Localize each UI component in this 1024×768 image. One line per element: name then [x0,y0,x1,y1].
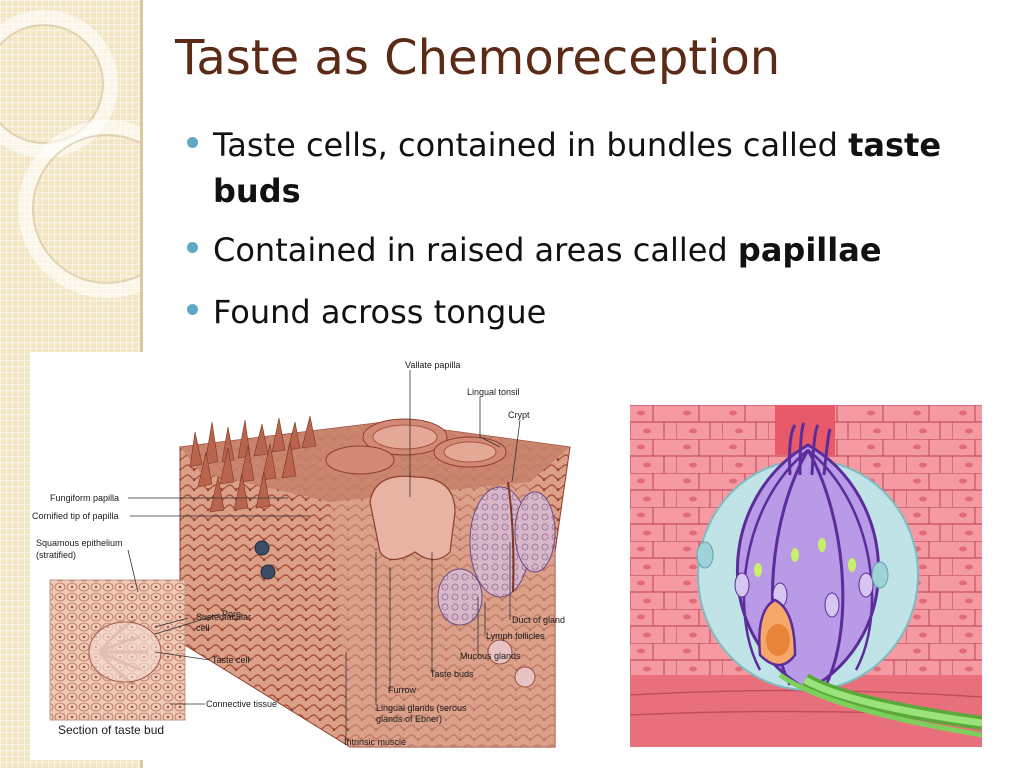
bullet-list: Taste cells, contained in bundles called… [187,122,1007,348]
label-taste-cell: Taste cell [212,655,250,665]
label-sustentacular-cell-2: cell [196,623,210,633]
label-fungiform-papilla: Fungiform papilla [50,493,119,503]
bullet-bold-term: taste buds [213,126,942,210]
label-cornified-tip: Cornified tip of papilla [32,511,119,521]
bullet-text: Contained in raised areas called [213,231,738,269]
taste-bud-section-inset [49,579,186,721]
bullet-bold-term: papillae [737,231,882,269]
label-pore: Pore [222,609,241,619]
bullet-item: Found across tongue [187,286,1007,338]
tongue-block [179,415,571,748]
label-lingual-glands: Lingual glands (serous [376,703,467,713]
label-sustentacular-cell: Sustentacular [196,612,251,622]
label-lymph-follicles: Lymph follicles [486,631,545,641]
label-mucous-glands: Mucous glands [460,651,521,661]
slide-title: Taste as Chemoreception [175,30,781,86]
label-vallate-papilla: Vallate papilla [405,360,460,370]
bullet-dot-icon [187,242,198,253]
label-taste-buds: Taste buds [430,669,474,679]
label-intrinsic-muscle: Intrinsic muscle [344,737,406,747]
label-duct-of-gland: Duct of gland [512,615,565,625]
bullet-dot-icon [187,137,198,148]
vallate-papilla-dome [325,418,507,475]
label-connective-tissue: Connective tissue [206,699,277,709]
label-lingual-glands-2: glands of Ebner) [376,714,442,724]
bullet-dot-icon [187,304,198,315]
bullet-text: Found across tongue [213,293,547,331]
label-lingual-tonsil: Lingual tonsil [467,387,520,397]
taste-bud-illustration [630,405,982,747]
label-squamous-epithelium: Squamous epithelium [36,538,123,548]
tongue-cross-section-figure: Vallate papilla Lingual tonsil Crypt Fun… [30,352,588,760]
label-crypt: Crypt [508,410,530,420]
bullet-item: Taste cells, contained in bundles called… [187,122,1007,214]
bullet-item: Contained in raised areas called papilla… [187,224,1007,276]
label-stratified: (stratified) [36,550,76,560]
taste-bud-cells [734,422,881,692]
bullet-text: Taste cells, contained in bundles called [213,126,849,164]
label-furrow: Furrow [388,685,417,695]
label-section-of-taste-bud: Section of taste bud [58,723,164,737]
